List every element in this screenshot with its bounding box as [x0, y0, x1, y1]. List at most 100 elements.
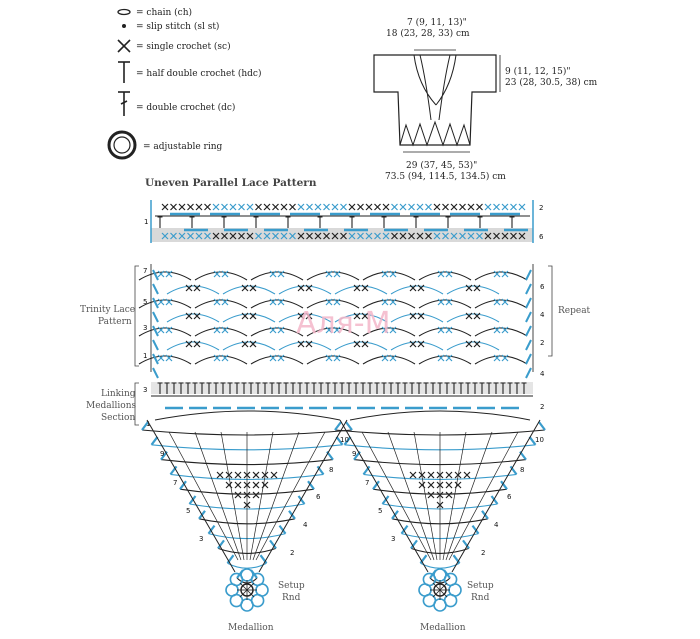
- sc-stitch: [157, 298, 165, 306]
- sc-stitch: [433, 232, 441, 240]
- sc-stitch: [473, 340, 481, 348]
- sc-stitch: [442, 203, 449, 211]
- sc-stitch: [357, 232, 364, 240]
- row-edge: [207, 524, 216, 535]
- setup-spoke: [246, 589, 255, 598]
- sc-stitch: [221, 232, 228, 240]
- sc-stitch: [269, 354, 277, 362]
- slip-stitch-symbol-icon: [122, 24, 126, 28]
- row-edge: [334, 421, 342, 431]
- row-edge: [297, 495, 306, 505]
- dc-stitch: [514, 382, 520, 394]
- sc-stitch: [493, 270, 501, 278]
- sc-stitch: [225, 481, 233, 489]
- side-height-in: 9 (11, 12, 15)": [505, 66, 571, 77]
- dc-stitch: [444, 382, 450, 394]
- medallion-side: [258, 419, 348, 573]
- row-num-tr-r-2: 2: [540, 339, 544, 347]
- sc-stitch: [389, 354, 397, 362]
- row-num-tr-l-7: 7: [143, 267, 147, 275]
- dc-stitch: [381, 216, 387, 228]
- chain-arc: [194, 271, 248, 281]
- chain-arc: [278, 285, 332, 295]
- chain-arc: [306, 355, 360, 365]
- sc-stitch: [381, 326, 389, 334]
- dc-stitch: [430, 382, 436, 394]
- turning-chain: [152, 339, 159, 351]
- setup-spoke: [439, 582, 448, 591]
- setup-petal: [443, 572, 458, 587]
- dc-stitch: [367, 382, 373, 394]
- chain-arc: [474, 355, 528, 365]
- sc-stitch: [204, 203, 211, 211]
- chain-arc: [138, 355, 192, 365]
- row-edge: [462, 539, 470, 550]
- legend-slip-stitch: = slip stitch (sl st): [136, 21, 219, 32]
- sc-stitch: [221, 326, 229, 334]
- sc-stitch: [436, 501, 444, 509]
- dc-stitch: [185, 382, 191, 394]
- medallion-triangle: [334, 419, 546, 612]
- sc-stitch: [213, 270, 221, 278]
- sc-stitch: [361, 312, 369, 320]
- row-edge: [509, 465, 518, 476]
- sc-stitch: [445, 270, 453, 278]
- link-arc: [349, 410, 531, 421]
- sc-stitch: [501, 232, 509, 240]
- sc-stitch: [305, 284, 313, 292]
- chain-arc: [306, 299, 360, 309]
- chain-arc: [446, 285, 500, 295]
- sc-stitch: [187, 203, 194, 211]
- dc-stitch: [509, 216, 515, 228]
- sc-stitch: [161, 203, 169, 211]
- dc-stitch: [360, 382, 366, 394]
- sc-stitch: [445, 491, 453, 499]
- row-edge: [381, 495, 390, 505]
- dc-stitch: [283, 382, 289, 394]
- legend-adjustable-ring: = adjustable ring: [143, 142, 223, 152]
- sc-stitch: [243, 491, 251, 499]
- sc-stitch: [391, 203, 398, 211]
- row-edge: [410, 539, 418, 550]
- row-edge: [169, 465, 178, 476]
- watermark-text: Аля-М: [296, 306, 390, 341]
- row-num-tr-r-4b: 4: [540, 370, 545, 378]
- sc-stitch: [213, 298, 221, 306]
- dc-stitch: [248, 382, 254, 394]
- sc-stitch: [252, 481, 260, 489]
- sc-stitch: [157, 270, 165, 278]
- turning-chain: [525, 283, 532, 295]
- row-num-m1-9: 9: [160, 450, 164, 458]
- sc-stitch: [170, 232, 177, 240]
- row-edge: [500, 480, 508, 490]
- sc-stitch: [185, 284, 193, 292]
- turning-chain: [152, 353, 159, 365]
- sc-stitch: [314, 232, 322, 240]
- dc-stitch: [332, 382, 338, 394]
- sc-stitch: [418, 471, 426, 479]
- sc-stitch: [416, 232, 424, 240]
- medallion-spoke: [194, 431, 242, 561]
- row-num-up-right-bot: 6: [539, 233, 544, 241]
- sc-stitch: [212, 203, 220, 211]
- bottom-width-in: 29 (37, 45, 53)": [406, 160, 477, 171]
- dc-stitch: [423, 382, 429, 394]
- medallion-label-1: Medallion: [228, 623, 274, 633]
- row-num-m1-7: 7: [173, 479, 177, 487]
- row-edge: [217, 539, 225, 550]
- sc-stitch: [465, 312, 473, 320]
- sc-stitch: [445, 471, 453, 479]
- sc-stitch: [408, 232, 415, 240]
- sc-stitch: [331, 232, 339, 240]
- chain-arc: [362, 327, 416, 337]
- dc-stitch: [339, 382, 345, 394]
- dc-stitch: [220, 382, 226, 394]
- row-num-tr-l-1: 1: [143, 352, 147, 360]
- sc-stitch: [280, 232, 288, 240]
- sc-stitch: [473, 312, 481, 320]
- row-edge: [362, 465, 371, 476]
- sc-stitch: [221, 203, 228, 211]
- row-num-m1-8: 8: [329, 466, 333, 474]
- sc-stitch: [269, 270, 277, 278]
